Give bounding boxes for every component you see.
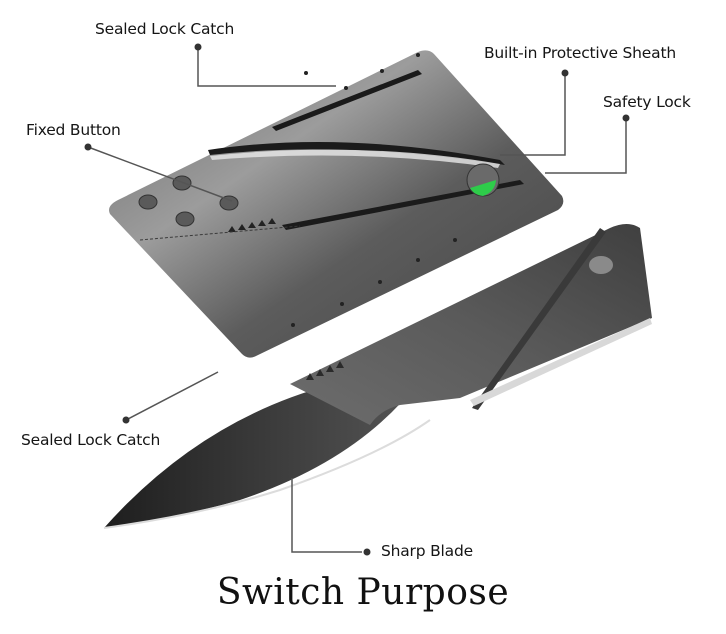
label-fixed-button: Fixed Button	[26, 121, 121, 139]
label-sealed-lock-catch-bottom: Sealed Lock Catch	[21, 431, 161, 449]
label-built-in-protective-sheath: Built-in Protective Sheath	[484, 44, 676, 62]
callout-line-sealed-lock-catch-top	[197, 47, 336, 87]
page-title: Switch Purpose	[216, 572, 510, 613]
callout-line-safety-lock	[545, 118, 627, 174]
callout-dots	[84, 43, 630, 556]
knife-body	[103, 224, 652, 529]
callout-line-fixed-button	[87, 146, 233, 202]
callout-lines	[87, 47, 627, 553]
safety-lock-dial	[466, 163, 500, 197]
callout-line-sharp-blade	[291, 478, 362, 553]
label-safety-lock: Safety Lock	[603, 93, 691, 111]
callout-line-protective-sheath	[500, 73, 566, 156]
label-sealed-lock-catch-top: Sealed Lock Catch	[95, 20, 235, 38]
label-sharp-blade: Sharp Blade	[381, 542, 473, 560]
callout-line-sealed-lock-catch-bottom	[125, 371, 219, 421]
